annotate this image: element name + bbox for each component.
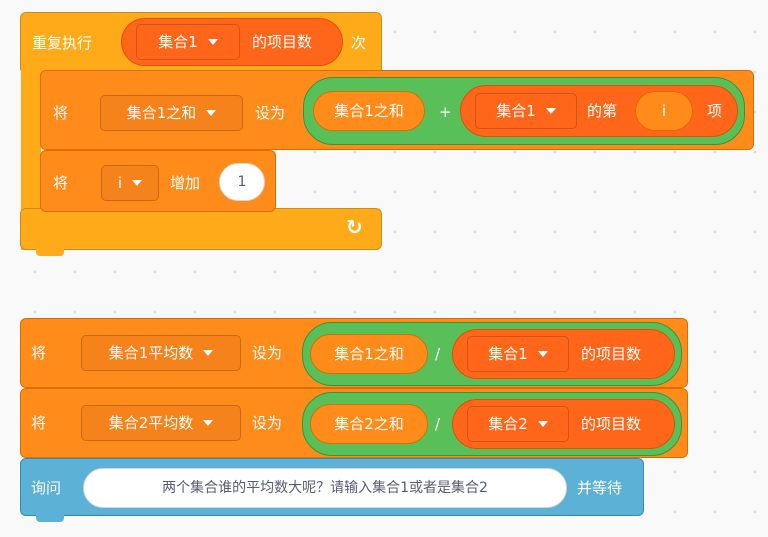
- set-to-label: 设为: [252, 344, 283, 362]
- length-list-dropdown[interactable]: 集合1: [467, 336, 569, 372]
- plus-operator: +: [439, 103, 452, 121]
- length-of-list-reporter[interactable]: 集合1 的项目数: [452, 329, 675, 379]
- repeat-suffix: 次: [351, 34, 367, 52]
- length-label: 的项目数: [581, 345, 642, 363]
- wait-label: 并等待: [577, 479, 623, 497]
- add-operator-reporter[interactable]: 集合1之和 + 集合1 的第 i 项: [303, 77, 745, 145]
- repeat-footer[interactable]: [20, 208, 382, 250]
- set-to-label: 设为: [252, 414, 283, 432]
- set-sum-block[interactable]: 将 集合1之和 设为 集合1之和 + 集合1 的第 i 项: [40, 70, 754, 150]
- set-label: 将: [53, 104, 69, 122]
- length-label: 的项目数: [581, 415, 642, 433]
- length-of-list-reporter[interactable]: 集合2 的项目数: [452, 399, 675, 449]
- divide-operator: /: [435, 345, 441, 363]
- length-list-dropdown[interactable]: 集合2: [467, 406, 569, 442]
- index-var-reporter[interactable]: i: [635, 91, 693, 131]
- sum1-var-reporter[interactable]: 集合1之和: [310, 334, 428, 374]
- ask-notch: [36, 515, 64, 522]
- sum2-var-reporter[interactable]: 集合2之和: [310, 404, 428, 444]
- sum-var-reporter[interactable]: 集合1之和: [313, 91, 425, 131]
- item-of-label: 的第: [587, 102, 618, 120]
- chevron-down-icon: [537, 420, 548, 427]
- loop-arrow-icon: ↻: [346, 215, 363, 239]
- set-avg1-block[interactable]: 将 集合1平均数 设为 集合1之和 / 集合1 的项目数: [20, 318, 688, 388]
- avg1-var-dropdown[interactable]: 集合1平均数: [81, 335, 241, 371]
- avg2-var-dropdown[interactable]: 集合2平均数: [81, 405, 241, 441]
- set-avg2-block[interactable]: 将 集合2平均数 设为 集合2之和 / 集合2 的项目数: [20, 388, 688, 458]
- chevron-down-icon: [203, 419, 214, 426]
- chevron-down-icon: [206, 109, 217, 116]
- set-label: 将: [31, 344, 47, 362]
- change-by-label: 增加: [170, 174, 201, 192]
- sum-var-dropdown[interactable]: 集合1之和: [100, 95, 243, 131]
- ask-label: 询问: [31, 479, 62, 497]
- set-to-label: 设为: [255, 104, 286, 122]
- ask-and-wait-block[interactable]: 询问 两个集合谁的平均数大呢？请输入集合1或者是集合2 并等待: [20, 458, 644, 516]
- repeat-count-reporter[interactable]: 集合1 的项目数: [121, 18, 343, 66]
- set-label: 将: [31, 414, 47, 432]
- change-i-block[interactable]: 将 i 增加 1: [40, 150, 276, 212]
- item-of-list-reporter[interactable]: 集合1 的第 i 项: [460, 85, 738, 137]
- chevron-down-icon: [132, 179, 143, 186]
- repeat-label: 重复执行: [32, 34, 93, 52]
- divide-operator-reporter[interactable]: 集合2之和 / 集合2 的项目数: [302, 392, 682, 456]
- item-suffix: 项: [707, 102, 723, 120]
- i-var-dropdown[interactable]: i: [101, 165, 159, 201]
- chevron-down-icon: [203, 349, 214, 356]
- item-list-dropdown[interactable]: 集合1: [475, 93, 577, 129]
- divide-operator-reporter[interactable]: 集合1之和 / 集合1 的项目数: [302, 322, 682, 386]
- repeat-notch: [36, 249, 64, 256]
- item-count-label: 的项目数: [252, 33, 313, 51]
- repeat-arm: [21, 60, 41, 250]
- chevron-down-icon: [545, 107, 556, 114]
- chevron-down-icon: [537, 350, 548, 357]
- chevron-down-icon: [207, 38, 218, 45]
- divide-operator: /: [435, 415, 441, 433]
- question-input[interactable]: 两个集合谁的平均数大呢？请输入集合1或者是集合2: [83, 468, 567, 508]
- change-label: 将: [53, 174, 69, 192]
- repeat-list-dropdown[interactable]: 集合1: [136, 24, 240, 60]
- change-value-input[interactable]: 1: [219, 163, 265, 201]
